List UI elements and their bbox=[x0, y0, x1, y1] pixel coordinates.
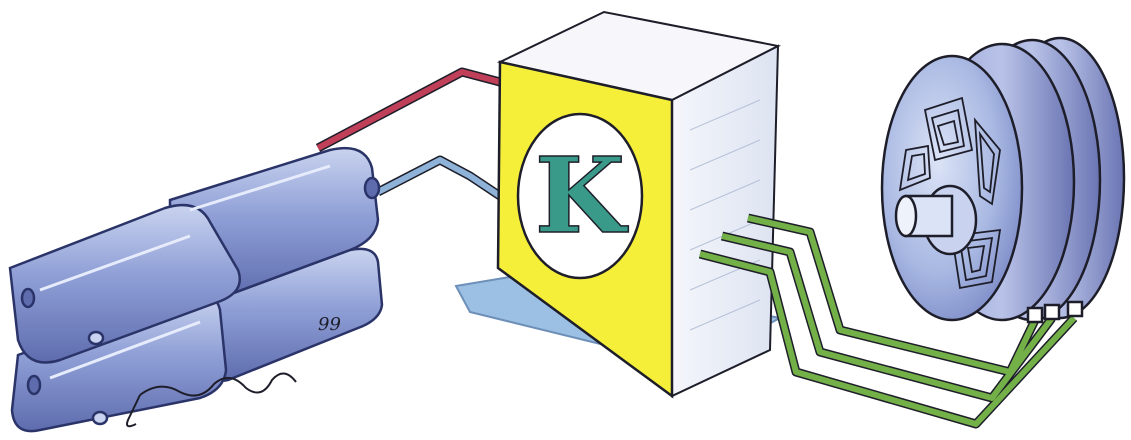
controller-letter: K bbox=[535, 134, 629, 257]
artist-signature: 99 bbox=[126, 314, 341, 428]
battery-pack-icon bbox=[8, 146, 384, 433]
signature-year: 99 bbox=[318, 314, 341, 335]
controller-emblem bbox=[516, 112, 644, 280]
negative-wire bbox=[375, 155, 503, 200]
phase-wires bbox=[698, 213, 1078, 429]
electric-motor-icon bbox=[880, 36, 1126, 324]
positive-wire bbox=[315, 67, 515, 152]
battery-cell bbox=[8, 203, 241, 364]
controller-box-icon: K bbox=[454, 10, 783, 399]
